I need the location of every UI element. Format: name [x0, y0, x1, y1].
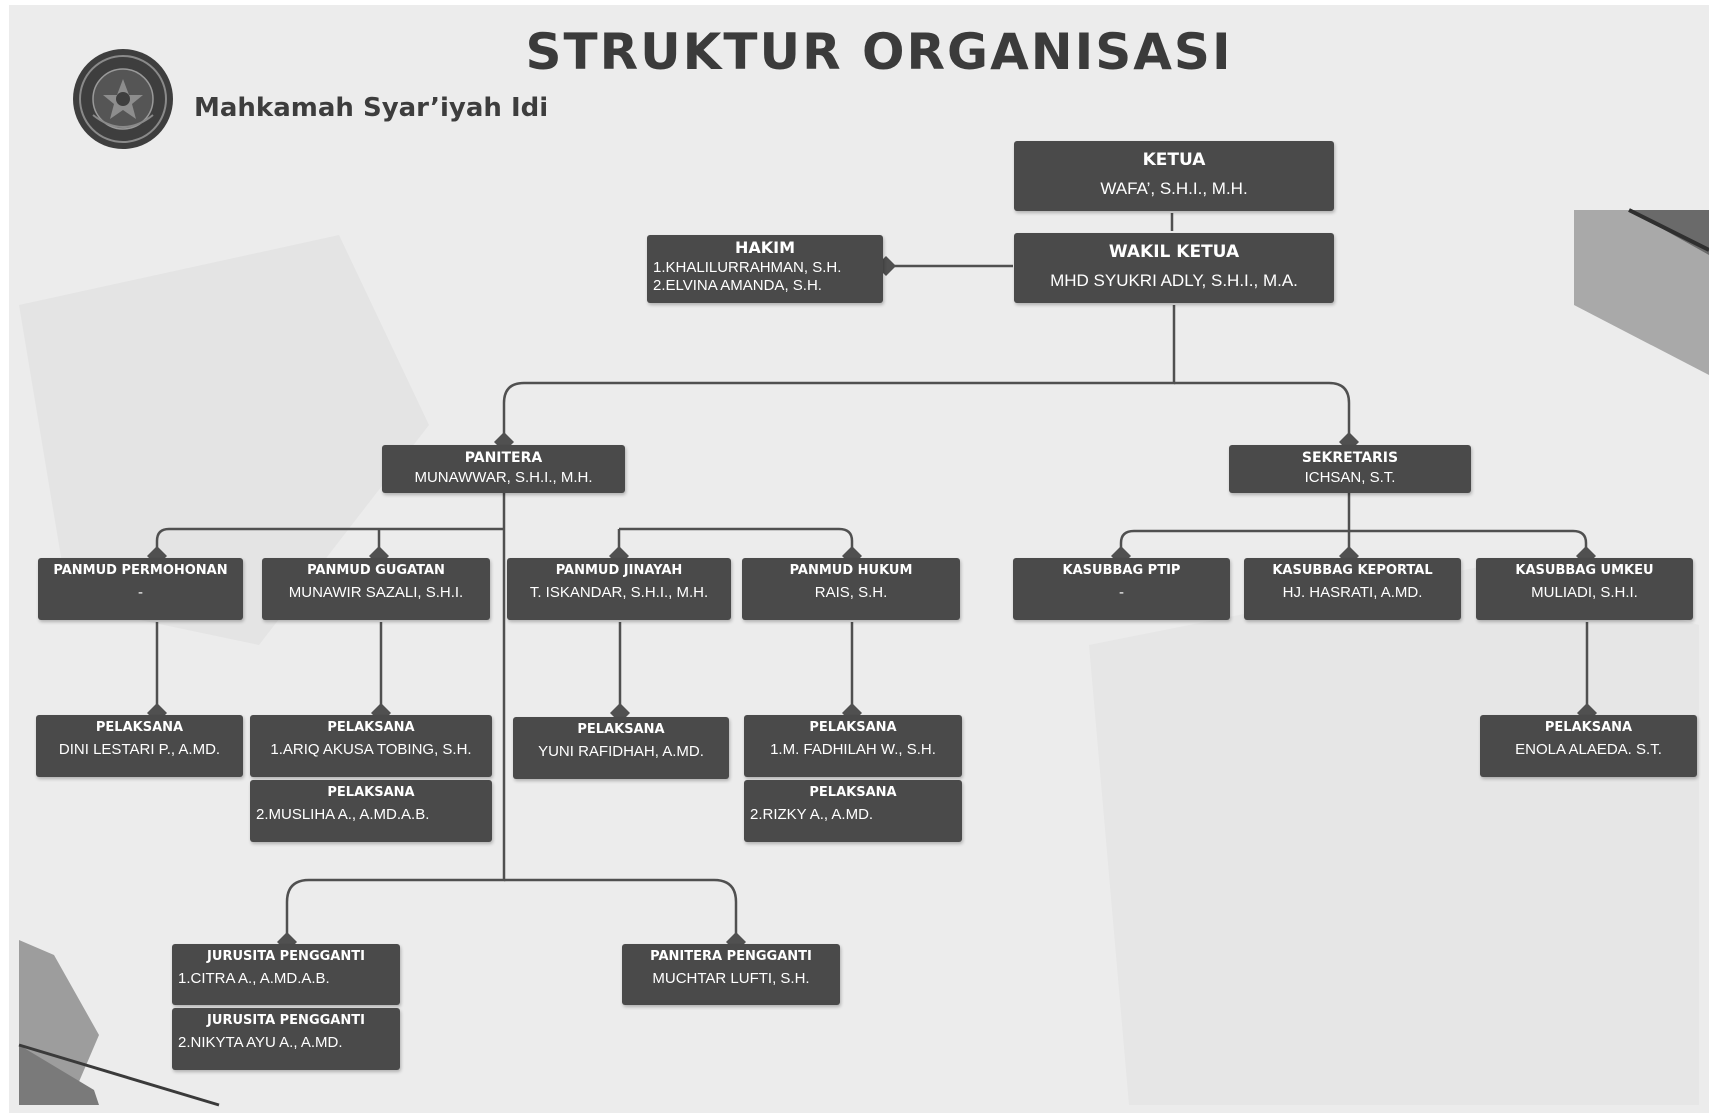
- node-pelaksana-hukum-2: PELAKSANA 2.RIZKY A., A.MD.: [744, 780, 962, 842]
- node-pelaksana-jinayah-name: YUNI RAFIDHAH, A.MD.: [538, 743, 704, 760]
- node-jurusita-2: JURUSITA PENGGANTI 2.NIKYTA AYU A., A.MD…: [172, 1008, 400, 1070]
- node-panmud-gugatan-role: PANMUD GUGATAN: [307, 563, 445, 578]
- node-sekretaris-role: SEKRETARIS: [1301, 450, 1399, 466]
- node-panmud-jinayah: PANMUD JINAYAH T. ISKANDAR, S.H.I., M.H.: [507, 558, 731, 620]
- node-pelaksana-jinayah: PELAKSANA YUNI RAFIDHAH, A.MD.: [513, 717, 729, 779]
- node-ketua-role: KETUA: [1142, 150, 1206, 170]
- node-jurusita-2-role: JURUSITA PENGGANTI: [207, 1013, 365, 1028]
- node-wakil-ketua: WAKIL KETUA MHD SYUKRI ADLY, S.H.I., M.A…: [1014, 233, 1334, 303]
- node-ketua-name: WAFA’, S.H.I., M.H.: [1100, 179, 1248, 198]
- connector-wakil-sekretaris: [1174, 381, 1359, 452]
- node-pelaksana-gugatan-2-role: PELAKSANA: [327, 785, 415, 800]
- node-jurusita-1: JURUSITA PENGGANTI 1.CITRA A., A.MD.A.B.: [172, 944, 400, 1005]
- node-sekretaris: SEKRETARIS ICHSAN, S.T.: [1229, 445, 1471, 493]
- node-wakil-ketua-name: MHD SYUKRI ADLY, S.H.I., M.A.: [1050, 271, 1298, 290]
- node-pelaksana-gugatan-1-name: 1.ARIQ AKUSA TOBING, S.H.: [270, 741, 472, 758]
- court-seal-logo: [73, 49, 173, 149]
- node-pelaksana-gugatan-1-role: PELAKSANA: [327, 720, 415, 735]
- node-kasubbag-ptip-role: KASUBBAG PTIP: [1062, 563, 1181, 578]
- node-pelaksana-permohonan-role: PELAKSANA: [95, 720, 184, 735]
- node-pelaksana-jinayah-role: PELAKSANA: [577, 722, 665, 737]
- node-kasubbag-keportal-name: HJ. HASRATI, A.MD.: [1282, 584, 1423, 601]
- connector-sekretaris-umkeu: [1349, 529, 1596, 566]
- node-panitera-pengganti: PANITERA PENGGANTI MUCHTAR LUFTI, S.H.: [622, 944, 840, 1005]
- connector-panitera-jurusita: [277, 489, 506, 952]
- node-panitera: PANITERA MUNAWWAR, S.H.I., M.H.: [382, 445, 625, 493]
- node-pelaksana-hukum-1: PELAKSANA 1.M. FADHILAH W., S.H.: [744, 715, 962, 777]
- node-panitera-role: PANITERA: [464, 450, 543, 466]
- background-decoration: [18, 208, 1709, 1107]
- node-pelaksana-hukum-2-role: PELAKSANA: [809, 785, 897, 800]
- node-panmud-jinayah-role: PANMUD JINAYAH: [555, 563, 683, 578]
- node-hakim-names: 1.KHALILURRAHMAN, S.H. 2.ELVINA AMANDA, …: [647, 259, 841, 295]
- node-panmud-gugatan-name: MUNAWIR SAZALI, S.H.I.: [288, 584, 464, 601]
- node-panmud-permohonan-name: -: [138, 584, 143, 601]
- page-subtitle: Mahkamah Syar’iyah Idi: [194, 93, 549, 123]
- node-panitera-name: MUNAWWAR, S.H.I., M.H.: [414, 469, 593, 486]
- node-pelaksana-permohonan-name: DINI LESTARI P., A.MD.: [58, 741, 221, 758]
- node-panmud-gugatan: PANMUD GUGATAN MUNAWIR SAZALI, S.H.I.: [262, 558, 490, 620]
- node-pelaksana-permohonan: PELAKSANA DINI LESTARI P., A.MD.: [36, 715, 243, 777]
- node-pelaksana-umkeu-role: PELAKSANA: [1544, 720, 1633, 735]
- connector-lines: [147, 213, 1597, 952]
- node-hakim: HAKIM 1.KHALILURRAHMAN, S.H. 2.ELVINA AM…: [647, 235, 883, 303]
- node-wakil-ketua-role: WAKIL KETUA: [1108, 242, 1240, 262]
- node-kasubbag-umkeu: KASUBBAG UMKEU MULIADI, S.H.I.: [1476, 558, 1693, 620]
- node-pelaksana-umkeu-name: ENOLA ALAEDA. S.T.: [1515, 741, 1662, 758]
- node-pelaksana-gugatan-2-name: 2.MUSLIHA A., A.MD.A.B.: [256, 806, 430, 823]
- node-jurusita-1-role: JURUSITA PENGGANTI: [207, 949, 365, 964]
- node-kasubbag-keportal-role: KASUBBAG KEPORTAL: [1272, 563, 1433, 578]
- node-pelaksana-umkeu: PELAKSANA ENOLA ALAEDA. S.T.: [1480, 715, 1697, 777]
- node-sekretaris-name: ICHSAN, S.T.: [1304, 469, 1396, 486]
- node-panmud-permohonan-role: PANMUD PERMOHONAN: [53, 563, 228, 578]
- node-kasubbag-ptip-name: -: [1119, 584, 1124, 601]
- node-panmud-permohonan: PANMUD PERMOHONAN -: [38, 558, 243, 620]
- node-pelaksana-gugatan-2: PELAKSANA 2.MUSLIHA A., A.MD.A.B.: [250, 780, 492, 842]
- node-kasubbag-umkeu-role: KASUBBAG UMKEU: [1515, 563, 1654, 578]
- connector-panitera-pengganti: [504, 878, 746, 952]
- connector-panitera-permohonan: [147, 527, 504, 566]
- connector-panitera-hukum: [619, 527, 862, 566]
- node-hakim-role: HAKIM: [734, 238, 796, 257]
- node-panitera-pengganti-name: MUCHTAR LUFTI, S.H.: [652, 970, 810, 987]
- page-title: STRUKTUR ORGANISASI: [525, 23, 1233, 81]
- node-kasubbag-ptip: KASUBBAG PTIP -: [1013, 558, 1230, 620]
- node-hakim-name-1: 1.KHALILURRAHMAN, S.H.: [653, 259, 842, 276]
- node-jurusita-1-name: 1.CITRA A., A.MD.A.B.: [178, 970, 330, 987]
- node-pelaksana-gugatan-1: PELAKSANA 1.ARIQ AKUSA TOBING, S.H.: [250, 715, 492, 777]
- node-panmud-hukum: PANMUD HUKUM RAIS, S.H.: [742, 558, 960, 620]
- node-panmud-jinayah-name: T. ISKANDAR, S.H.I., M.H.: [529, 584, 709, 601]
- node-kasubbag-keportal: KASUBBAG KEPORTAL HJ. HASRATI, A.MD.: [1244, 558, 1461, 620]
- node-panmud-hukum-name: RAIS, S.H.: [814, 584, 888, 601]
- node-kasubbag-umkeu-name: MULIADI, S.H.I.: [1531, 584, 1638, 601]
- connector-wakil-panitera: [494, 305, 1176, 452]
- connector-sekretaris-ptip: [1111, 491, 1351, 566]
- node-pelaksana-hukum-1-role: PELAKSANA: [809, 720, 897, 735]
- node-ketua: KETUA WAFA’, S.H.I., M.H.: [1014, 141, 1334, 211]
- node-hakim-name-2: 2.ELVINA AMANDA, S.H.: [653, 277, 822, 294]
- node-jurusita-2-name: 2.NIKYTA AYU A., A.MD.: [178, 1034, 343, 1051]
- node-panmud-hukum-role: PANMUD HUKUM: [789, 563, 913, 578]
- node-pelaksana-hukum-1-name: 1.M. FADHILAH W., S.H.: [770, 741, 936, 758]
- node-pelaksana-hukum-2-name: 2.RIZKY A., A.MD.: [750, 806, 874, 823]
- org-chart-canvas: STRUKTUR ORGANISASI Mahkamah Syar’iyah I…: [9, 5, 1709, 1113]
- node-panitera-pengganti-role: PANITERA PENGGANTI: [650, 949, 812, 964]
